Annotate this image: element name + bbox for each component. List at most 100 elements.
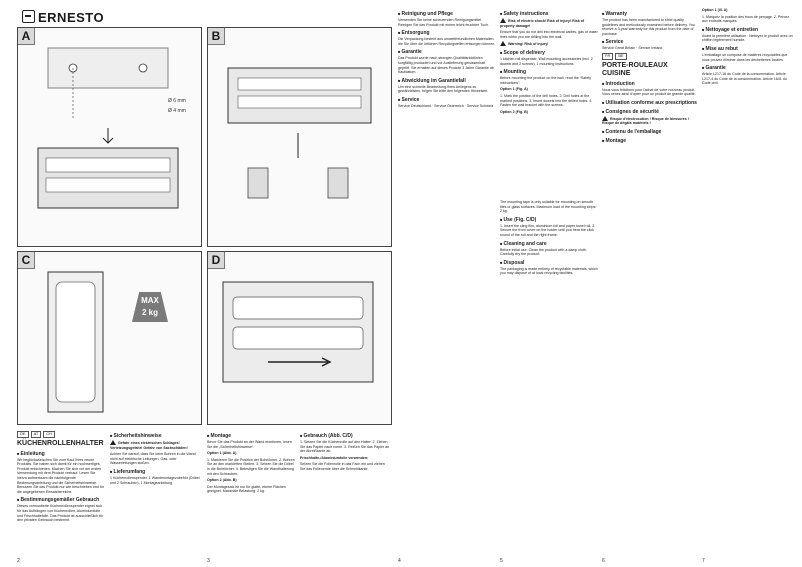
heading: Bestimmungsgemäßer Gebrauch <box>17 497 105 503</box>
flag-fr: FR <box>602 52 614 60</box>
warning-text: Risque d'électrocution ! Risque de bless… <box>602 116 689 126</box>
heading: Service <box>398 97 496 103</box>
paragraph: Verwenden Sie keine scheuernden Reinigun… <box>398 18 490 27</box>
french-intro-column: Warranty The product has been manufactur… <box>602 8 697 145</box>
heading: Service <box>602 39 697 45</box>
warning-icon <box>602 115 608 121</box>
german-mounting-column: Montage Bevor Sie das Produkt an der Wan… <box>207 430 295 496</box>
paragraph: Service Great Britain · Service Ireland <box>602 46 663 51</box>
heading: Sicherheitshinweise <box>110 433 200 439</box>
flag-be: BE <box>615 52 627 60</box>
paragraph: 1. Marquez la position des trous de perç… <box>702 14 790 24</box>
max-load-value: 2 kg <box>141 308 158 317</box>
paragraph: 1 kitchen roll dispenser, Wall mounting … <box>500 56 593 66</box>
paragraph: 1. Markieren Sie die Position der Bohrlö… <box>207 457 295 476</box>
page-number: 4 <box>398 558 401 564</box>
wall-mount-illustration <box>37 47 179 209</box>
subheading: Option 2 (Abb. B) <box>207 478 237 483</box>
paragraph: The packaging is made entirely of recycl… <box>500 266 598 276</box>
figure-panel-d: D <box>207 251 392 425</box>
dispenser-illustration <box>47 271 104 413</box>
heading: Gebrauch (Abb. C/D) <box>300 433 390 439</box>
use-illustration <box>222 281 374 383</box>
subheading: Option 1 (Fig. A) <box>500 87 528 92</box>
paragraph: 1 Küchenrollenspender, 1 Wandmontagezube… <box>110 475 200 485</box>
heading: Garantie <box>398 49 496 55</box>
heading: Entsorgung <box>398 30 496 36</box>
french-warranty-column: Option 1 (ill. A) 1. Marquez la position… <box>702 8 794 88</box>
paragraph: Bevor Sie das Produkt an der Wand montie… <box>207 440 292 449</box>
subheading: Frischhalte-/Aluminiumfolie verwenden: <box>300 455 369 460</box>
heading: Safety instructions <box>500 11 598 17</box>
german-use-column: Gebrauch (Abb. C/D) 1. Setzen Sie die Kü… <box>300 430 390 474</box>
page-number: 3 <box>207 558 210 564</box>
warning-icon <box>110 440 116 445</box>
heading: Abwicklung im Garantiefall <box>398 78 496 84</box>
paragraph: Setzen Sie die Folienrolle in das Fach e… <box>300 462 385 471</box>
brand-icon <box>22 10 35 23</box>
page-number: 6 <box>602 558 605 564</box>
heading: Use (Fig. C/D) <box>500 217 598 223</box>
heading: Contenu de l'emballage <box>602 129 697 135</box>
paragraph: Um eine schnelle Bearbeitung Ihres Anlie… <box>398 84 489 94</box>
paragraph: The product has been manufactured to str… <box>602 18 695 36</box>
paragraph: Nous vous félicitons pour l'achat de vot… <box>602 87 696 97</box>
heading: Reinigung und Pflege <box>398 11 496 17</box>
warning-text: Warning! Risk of injury! <box>508 42 549 47</box>
paragraph: Before initial use: Clean the product wi… <box>500 247 587 257</box>
heading: Montage <box>207 433 295 439</box>
brand-name: ERNESTO <box>38 10 105 25</box>
brand-logo: ERNESTO <box>22 10 104 25</box>
warning-icon <box>500 18 506 23</box>
paragraph: 1. Setzen Sie die Küchenrolle auf den Ha… <box>300 440 390 454</box>
figure-panel-b: B <box>207 27 392 247</box>
heading: Einleitung <box>17 451 105 457</box>
adhesive-mount-illustration <box>227 67 372 199</box>
paragraph: Avant la première utilisation : Nettoyez… <box>702 33 793 43</box>
heading: Cleaning and care <box>500 241 598 247</box>
flag-de: DE <box>17 431 29 438</box>
paragraph: Der Montagesatz ist nur für glatte, eben… <box>207 484 286 494</box>
panel-label: C <box>18 252 35 269</box>
subheading: Option 1 (ill. A) <box>702 8 728 12</box>
page-number: 2 <box>17 558 20 564</box>
max-load-label: MAX <box>141 296 159 305</box>
paragraph: 1. Mark the position of the drill holes.… <box>500 93 593 108</box>
paragraph: Wir beglückwünschen Sie zum Kauf Ihres n… <box>17 457 104 494</box>
doc-title-fr: PORTE-ROULEAUX CUISINE <box>602 61 668 77</box>
heading: Mounting <box>500 69 598 75</box>
heading: Introduction <box>602 81 697 87</box>
heading: Mise au rebut <box>702 46 794 52</box>
figure-panel-c: C MAX 2 kg <box>17 251 202 425</box>
flag-ch: CH <box>43 431 56 438</box>
german-warranty-column: Reinigung und Pflege Verwenden Sie keine… <box>398 8 496 111</box>
paragraph: Ensure that you do not drill into electr… <box>500 30 598 39</box>
paragraph: 1. Insert the cling film, aluminium foil… <box>500 223 596 237</box>
heading: Lieferumfang <box>110 469 200 475</box>
heading: Scope of delivery <box>500 50 598 56</box>
subheading: Option 2 (Fig. B) <box>500 109 528 114</box>
page-number: 5 <box>500 558 503 564</box>
panel-label: D <box>208 252 225 269</box>
english-safety-column: Safety instructions Risk of electric sho… <box>500 8 598 116</box>
paragraph: L'emballage se compose de matières recyc… <box>702 52 788 62</box>
paragraph: Service Deutschland · Service Österreich… <box>398 103 494 108</box>
paragraph: Die Verpackung besteht aus umweltfreundl… <box>398 37 496 46</box>
warning-text: Risk of electric shock! Risk of injury! … <box>500 19 585 28</box>
panel-label: B <box>208 28 225 45</box>
warning-icon <box>500 41 506 47</box>
warning-text: Gefahr eines elektrischen Schlages! Verl… <box>110 441 188 450</box>
subheading: Option 1 (Abb. A) <box>207 451 237 456</box>
paragraph: Das Produkt wurde nach strengen Qualität… <box>398 56 494 75</box>
paragraph: The mounting tape is only suitable for m… <box>500 200 597 214</box>
heading: Disposal <box>500 260 598 266</box>
german-safety-column: Sicherheitshinweise Gefahr eines elektri… <box>110 430 200 487</box>
heading: Utilisation conforme aux prescriptions <box>602 100 697 106</box>
heading: Warranty <box>602 11 697 17</box>
panel-label: A <box>18 28 35 45</box>
flag-at: AT <box>30 431 42 438</box>
english-use-column: The mounting tape is only suitable for m… <box>500 200 598 278</box>
